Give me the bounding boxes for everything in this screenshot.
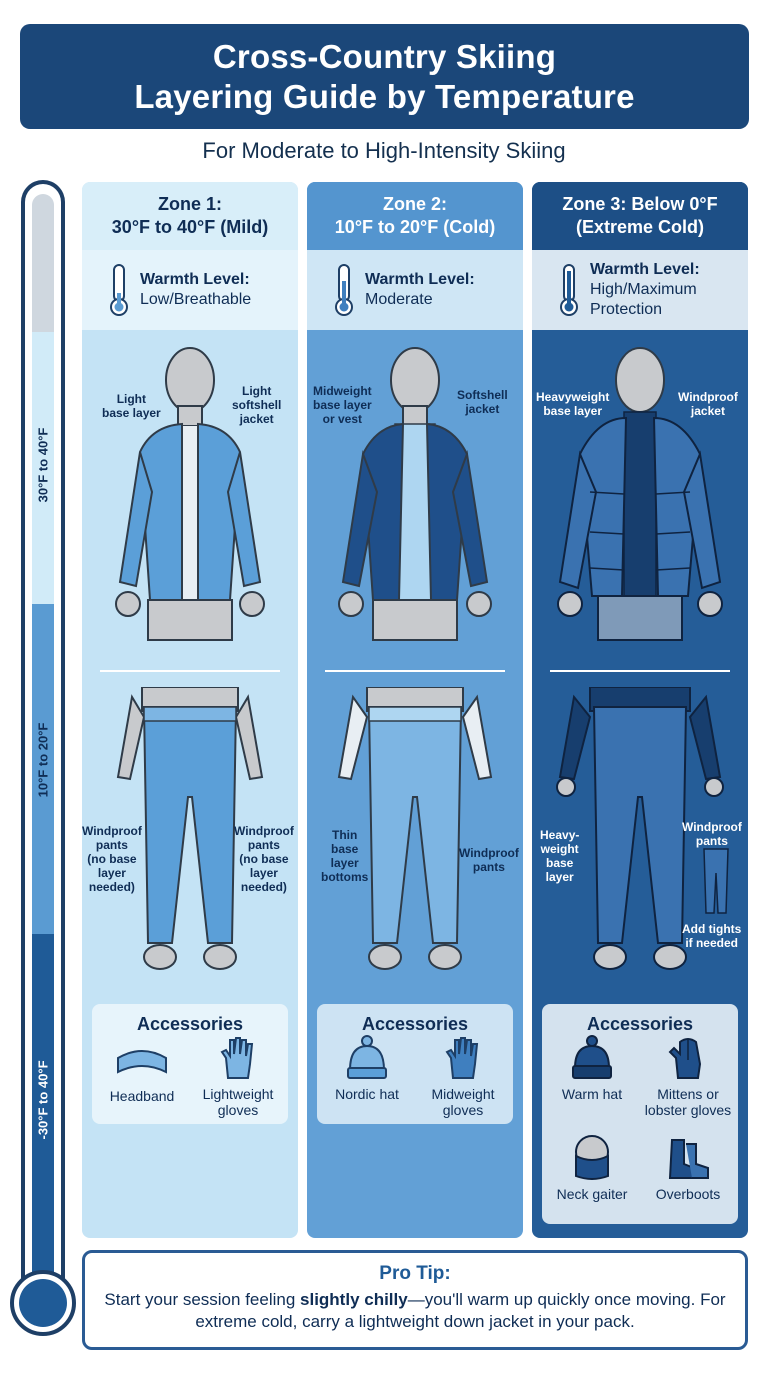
warmth-value: Moderate <box>365 291 433 308</box>
zone-1-header: Zone 1: 30°F to 40°F (Mild) <box>82 182 298 250</box>
thermo-label-1: 30°F to 40°F <box>35 427 51 503</box>
accessory-headband: Headband <box>94 1044 190 1104</box>
zone-2-upper-figure <box>338 347 492 641</box>
zone-1-title: Zone 1: <box>157 194 222 214</box>
callout-base-layer: Heavyweight base layer <box>536 390 610 418</box>
subtitle: For Moderate to High-Intensity Skiing <box>202 138 566 163</box>
callout-base-layer: Midweight base layer or vest <box>313 384 372 426</box>
zone-2-range: 10°F to 20°F (Cold) <box>334 217 496 237</box>
zone-2-lower-figure <box>337 687 493 970</box>
callout-heavyweight-base: Heavy- weight base layer <box>540 828 580 884</box>
thermometer-icon <box>335 264 353 316</box>
zone-2-accessories: Accessories Nordic hat Midweight gloves <box>317 1004 513 1124</box>
zone-2-column: Zone 2: 10°F to 20°F (Cold) Warmth Level… <box>307 182 523 1238</box>
warmth-label: Warmth Level: <box>365 271 475 288</box>
title-line-1: Cross-Country Skiing <box>212 37 557 75</box>
callout-tights: Add tights if needed <box>682 922 742 950</box>
zone-3-lower-figure <box>556 687 729 970</box>
accessory-gloves: Midweight gloves <box>415 1034 511 1118</box>
zone-2-header: Zone 2: 10°F to 20°F (Cold) <box>307 182 523 250</box>
callout-jacket: Windproof jacket <box>678 390 738 418</box>
warmth-value: High/Maximum Protection <box>590 281 697 318</box>
neck-gaiter-icon <box>575 1135 609 1180</box>
accessory-neck-gaiter: Neck gaiter <box>544 1134 640 1202</box>
callout-pants: Windproof pants <box>682 820 742 848</box>
zone-3-range: (Extreme Cold) <box>575 217 705 237</box>
zone-3-warmth: Warmth Level: High/Maximum Protection <box>532 250 748 330</box>
title-line-2: Layering Guide by Temperature <box>134 77 635 115</box>
zone-1-accessories: Accessories Headband Lightweight gloves <box>92 1004 288 1124</box>
callout-jacket: Softshell jacket <box>457 388 508 416</box>
warmth-label: Warmth Level: <box>140 271 250 288</box>
zone-1-warmth: Warmth Level: Low/Breathable <box>82 250 298 330</box>
accessories-title: Accessories <box>586 1014 694 1034</box>
hat-icon <box>347 1035 387 1079</box>
zone-3-accessories: Accessories Warm hat Mittens or lobster … <box>542 1004 738 1224</box>
glove-icon <box>220 1037 254 1079</box>
pro-tip-text: Start your session feeling slightly chil… <box>104 1290 726 1331</box>
callout-jacket: Light softshell jacket <box>232 384 282 426</box>
accessory-gloves: Lightweight gloves <box>190 1034 286 1118</box>
callout-pants-right: Windproof pants (no base layer needed) <box>234 824 294 894</box>
callout-base-layer: Light base layer <box>102 392 161 420</box>
thermometer-icon <box>110 264 128 316</box>
zone-1-lower-figure <box>116 687 264 970</box>
zone-2-warmth: Warmth Level: Moderate <box>307 250 523 330</box>
thermo-label-3: -30°F to 40°F <box>35 1060 51 1140</box>
accessories-title: Accessories <box>136 1014 244 1034</box>
warmth-value: Low/Breathable <box>140 291 252 308</box>
accessory-warm-hat: Warm hat <box>544 1034 640 1102</box>
zone-3-title: Zone 3: Below 0°F <box>562 194 718 214</box>
callout-base-bottoms: Thin base layer bottoms <box>321 828 369 884</box>
callout-pants: Windproof pants <box>459 846 519 874</box>
thermometer-graphic: 30°F to 40°F 10°F to 20°F -30°F to 40°F <box>10 180 76 1375</box>
zone-1-column: Zone 1: 30°F to 40°F (Mild) Warmth Level… <box>82 182 298 1238</box>
hat-icon <box>572 1035 612 1079</box>
thermometer-icon <box>560 264 578 316</box>
divider <box>325 670 505 672</box>
warmth-label: Warmth Level: <box>590 261 700 278</box>
accessory-nordic-hat: Nordic hat <box>319 1034 415 1102</box>
accessories-title: Accessories <box>361 1014 469 1034</box>
divider <box>550 670 730 672</box>
accessory-overboots: Overboots <box>640 1134 736 1202</box>
zone-1-range: 30°F to 40°F (Mild) <box>111 217 269 237</box>
pro-tip-title: Pro Tip: <box>379 1263 451 1284</box>
pro-tip-box: Pro Tip: Start your session feeling slig… <box>82 1250 748 1350</box>
accessory-mittens: Mittens or lobster gloves <box>640 1034 736 1118</box>
glove-icon <box>445 1037 479 1079</box>
thermo-label-2: 10°F to 20°F <box>35 722 51 798</box>
zone-3-upper-figure <box>557 347 723 641</box>
zone-1-upper-figure <box>115 347 265 641</box>
mitten-icon <box>668 1038 702 1079</box>
zone-3-header: Zone 3: Below 0°F (Extreme Cold) <box>532 182 748 250</box>
zone-3-column: Zone 3: Below 0°F (Extreme Cold) Warmth … <box>532 182 748 1238</box>
headband-icon <box>117 1050 167 1074</box>
title-banner: Cross-Country Skiing Layering Guide by T… <box>20 24 749 129</box>
zone-2-title: Zone 2: <box>382 194 447 214</box>
boot-icon <box>668 1139 709 1179</box>
callout-pants-left: Windproof pants (no base layer needed) <box>82 824 142 894</box>
divider <box>100 670 280 672</box>
